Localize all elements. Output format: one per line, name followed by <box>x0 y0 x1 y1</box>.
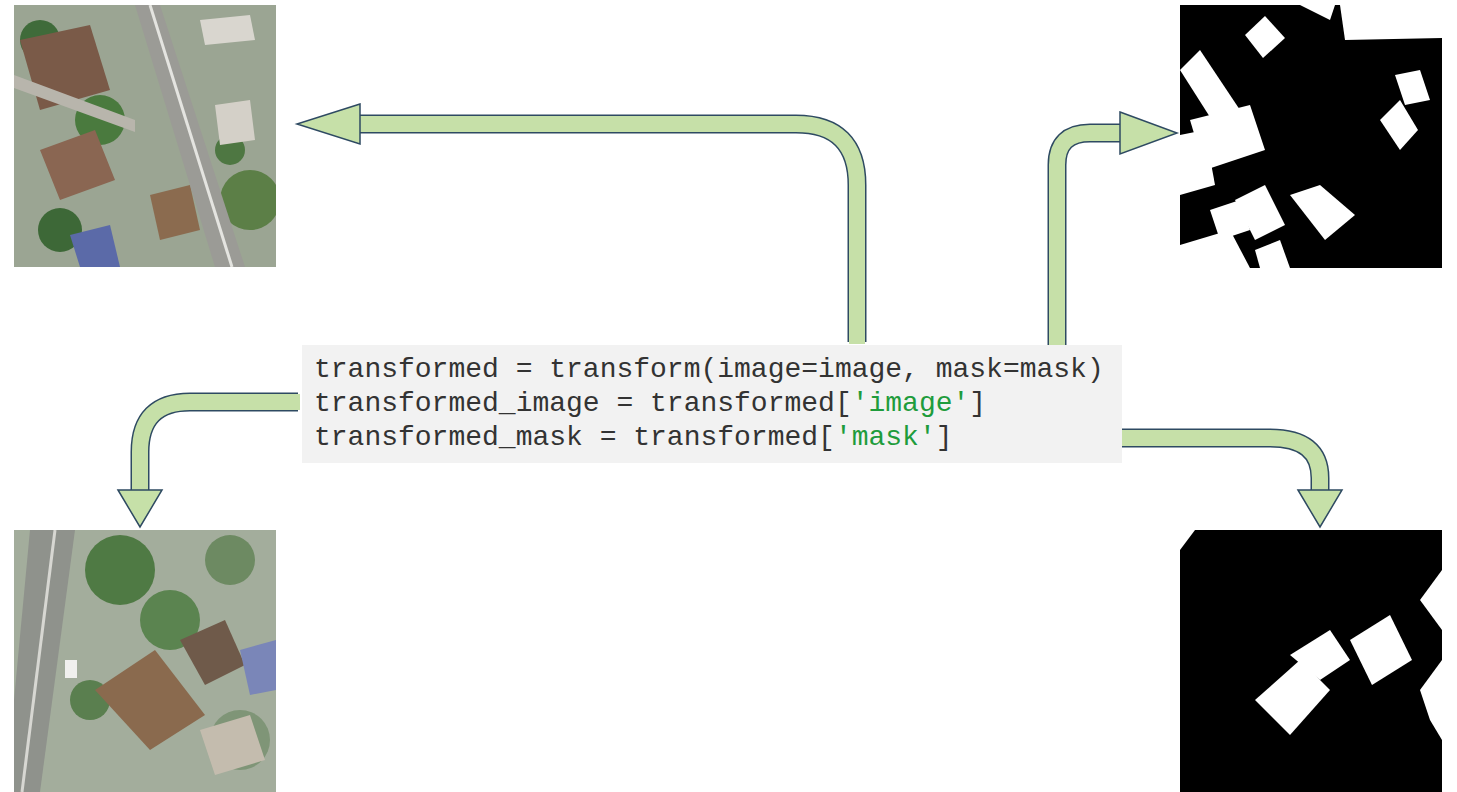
code-line: transformed = transform(image=image, mas… <box>314 353 1108 387</box>
mask-image <box>1180 5 1442 268</box>
code-box: transformed = transform(image=image, mas… <box>302 345 1122 463</box>
arrows <box>118 104 1342 527</box>
code-line: transformed_mask = transformed['mask'] <box>314 421 1108 455</box>
transformed-mask <box>1180 530 1442 792</box>
aerial-photo <box>14 5 276 267</box>
code-line: transformed_image = transformed['image'] <box>314 387 1108 421</box>
transformed-photo <box>14 530 276 792</box>
